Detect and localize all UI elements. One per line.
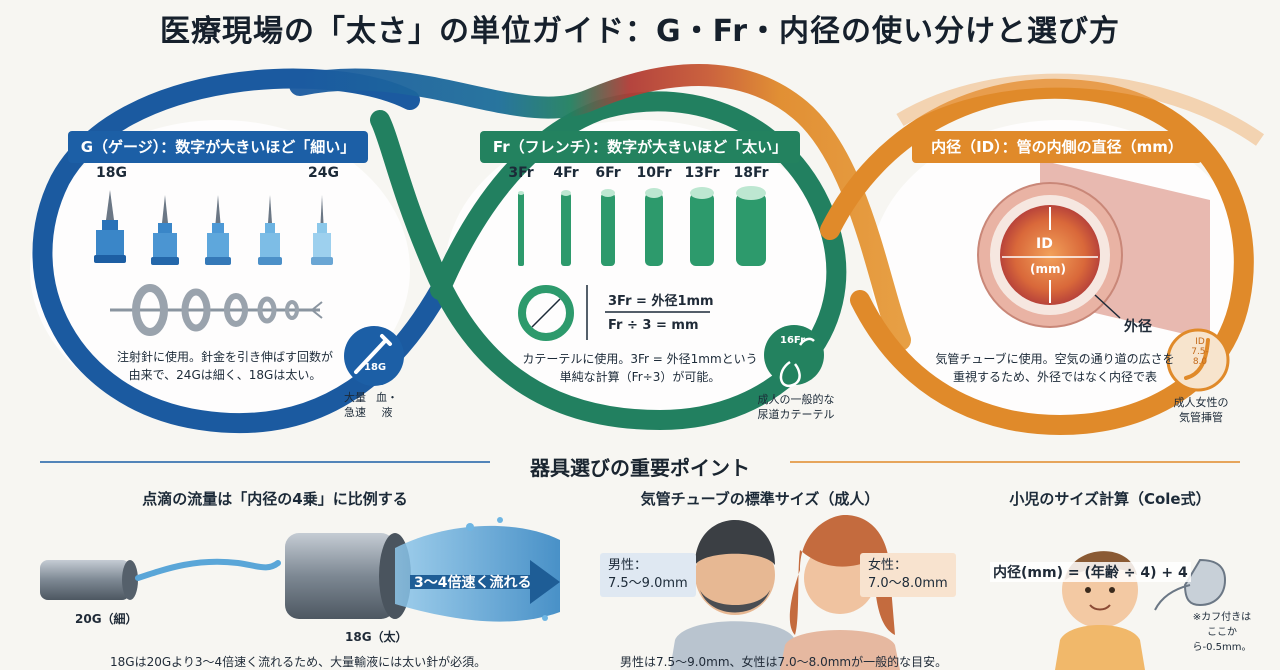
gauge-label-18g: 18G (96, 165, 127, 181)
tube-male-box: 男性： 7.5～9.0mm (600, 553, 696, 597)
id-label: ID (1036, 236, 1053, 252)
tube-female-line2: 7.0～8.0mm (868, 576, 948, 591)
french-badge-label: 16Fr (780, 335, 806, 346)
flow-footer: 18Gは20Gより3～4倍速く流れるため、大量輸液には太い針が必須。 (110, 655, 487, 669)
gauge-description-line1: 注射針に使用。針金を引き伸ばす回数が (116, 350, 333, 364)
inner-description-line1: 気管チューブに使用。空気の通り道の広さを (935, 352, 1175, 366)
gauge-note-col1: 大量 急速 (344, 391, 366, 419)
gauge-badge-label: 18G (364, 362, 387, 373)
page-title: 医療現場の「太さ」の単位ガイド：G・Fr・内径の使い分けと選び方 (160, 14, 1120, 49)
french-note-line1: 成人の一般的な (757, 393, 835, 406)
inner-note-line1: 成人女性の (1173, 396, 1229, 409)
cole-note: ※カフ付きは ここから-0.5mm。 (1182, 610, 1262, 655)
gauge-header: G（ゲージ）：数字が大きいほど「細い」 (68, 131, 368, 163)
tube-footer: 男性は7.5～9.0mm、女性は7.0～8.0mmが一般的な目安。 (620, 655, 948, 669)
tube-male-line1: 男性： (608, 558, 648, 573)
french-header: Fr（フレンチ）：数字が大きいほど「太い」 (480, 131, 800, 163)
outer-diameter-label: 外径 (1124, 319, 1152, 335)
tube-female-line1: 女性： (868, 558, 908, 573)
cole-note-line1: ※カフ付きは (1192, 612, 1252, 623)
cole-note-line2: ここから-0.5mm。 (1192, 627, 1252, 653)
french-formula-line1: 3Fr = 外径1mm (608, 294, 714, 309)
inner-diameter-header: 内径（ID）：管の内側の直径（mm） (912, 131, 1202, 163)
inner-description: 気管チューブに使用。空気の通り道の広さを 重視するため、外径ではなく内径で表 (935, 350, 1175, 386)
id-unit-label: (mm) (1030, 262, 1066, 276)
tube-male-line2: 7.5～9.0mm (608, 576, 688, 591)
french-size-label: 18Fr (733, 165, 769, 181)
gauge-description-line2: 由来で、24Gは細く、18Gは太い。 (128, 368, 322, 382)
tube-heading: 気管チューブの標準サイズ（成人） (640, 490, 880, 508)
tube-female-box: 女性： 7.0～8.0mm (860, 553, 956, 597)
gauge-label-24g: 24G (308, 165, 339, 181)
flow-large-label: 18G（太） (345, 630, 408, 644)
inner-badge-label: ID 7.5-8.0 (1185, 337, 1215, 367)
french-note: 成人の一般的な 尿道カテーテル (754, 392, 838, 422)
inner-badge-line2: 7.5-8.0 (1191, 347, 1209, 367)
flow-heading: 点滴の流量は「内径の4乗」に比例する (142, 490, 408, 508)
french-size-label: 6Fr (595, 165, 621, 181)
french-size-label: 10Fr (636, 165, 672, 181)
french-formula-line2: Fr ÷ 3 = mm (608, 318, 699, 333)
flow-arrow-text: 3～4倍速く流れる (414, 575, 532, 591)
flow-small-label: 20G（細） (75, 612, 138, 626)
french-size-label: 3Fr (508, 165, 534, 181)
gauge-note-col2: 血・ 液 (376, 391, 398, 419)
french-size-label: 13Fr (684, 165, 720, 181)
inner-description-line2: 重視するため、外径ではなく内径で表 (952, 370, 1157, 384)
french-size-label: 4Fr (553, 165, 579, 181)
inner-badge-line1: ID (1195, 337, 1205, 347)
inner-note: 成人女性の 気管挿管 (1166, 395, 1236, 425)
french-description: カテーテルに使用。3Fr = 外径1mmという 単純な計算（Fr÷3）が可能。 (515, 350, 765, 386)
cole-heading: 小児のサイズ計算（Cole式） (1009, 490, 1211, 508)
french-description-line1: カテーテルに使用。3Fr = 外径1mmという (522, 352, 758, 366)
french-description-line2: 単純な計算（Fr÷3）が可能。 (559, 370, 721, 384)
inner-note-line2: 気管挿管 (1179, 411, 1223, 424)
cole-formula: 内径(mm) = (年齢 ÷ 4) + 4 (990, 562, 1191, 582)
gauge-description: 注射針に使用。針金を引き伸ばす回数が 由来で、24Gは細く、18Gは太い。 (105, 348, 345, 384)
section-title: 器具選びの重要ポイント (530, 456, 750, 480)
french-note-line2: 尿道カテーテル (757, 408, 835, 421)
